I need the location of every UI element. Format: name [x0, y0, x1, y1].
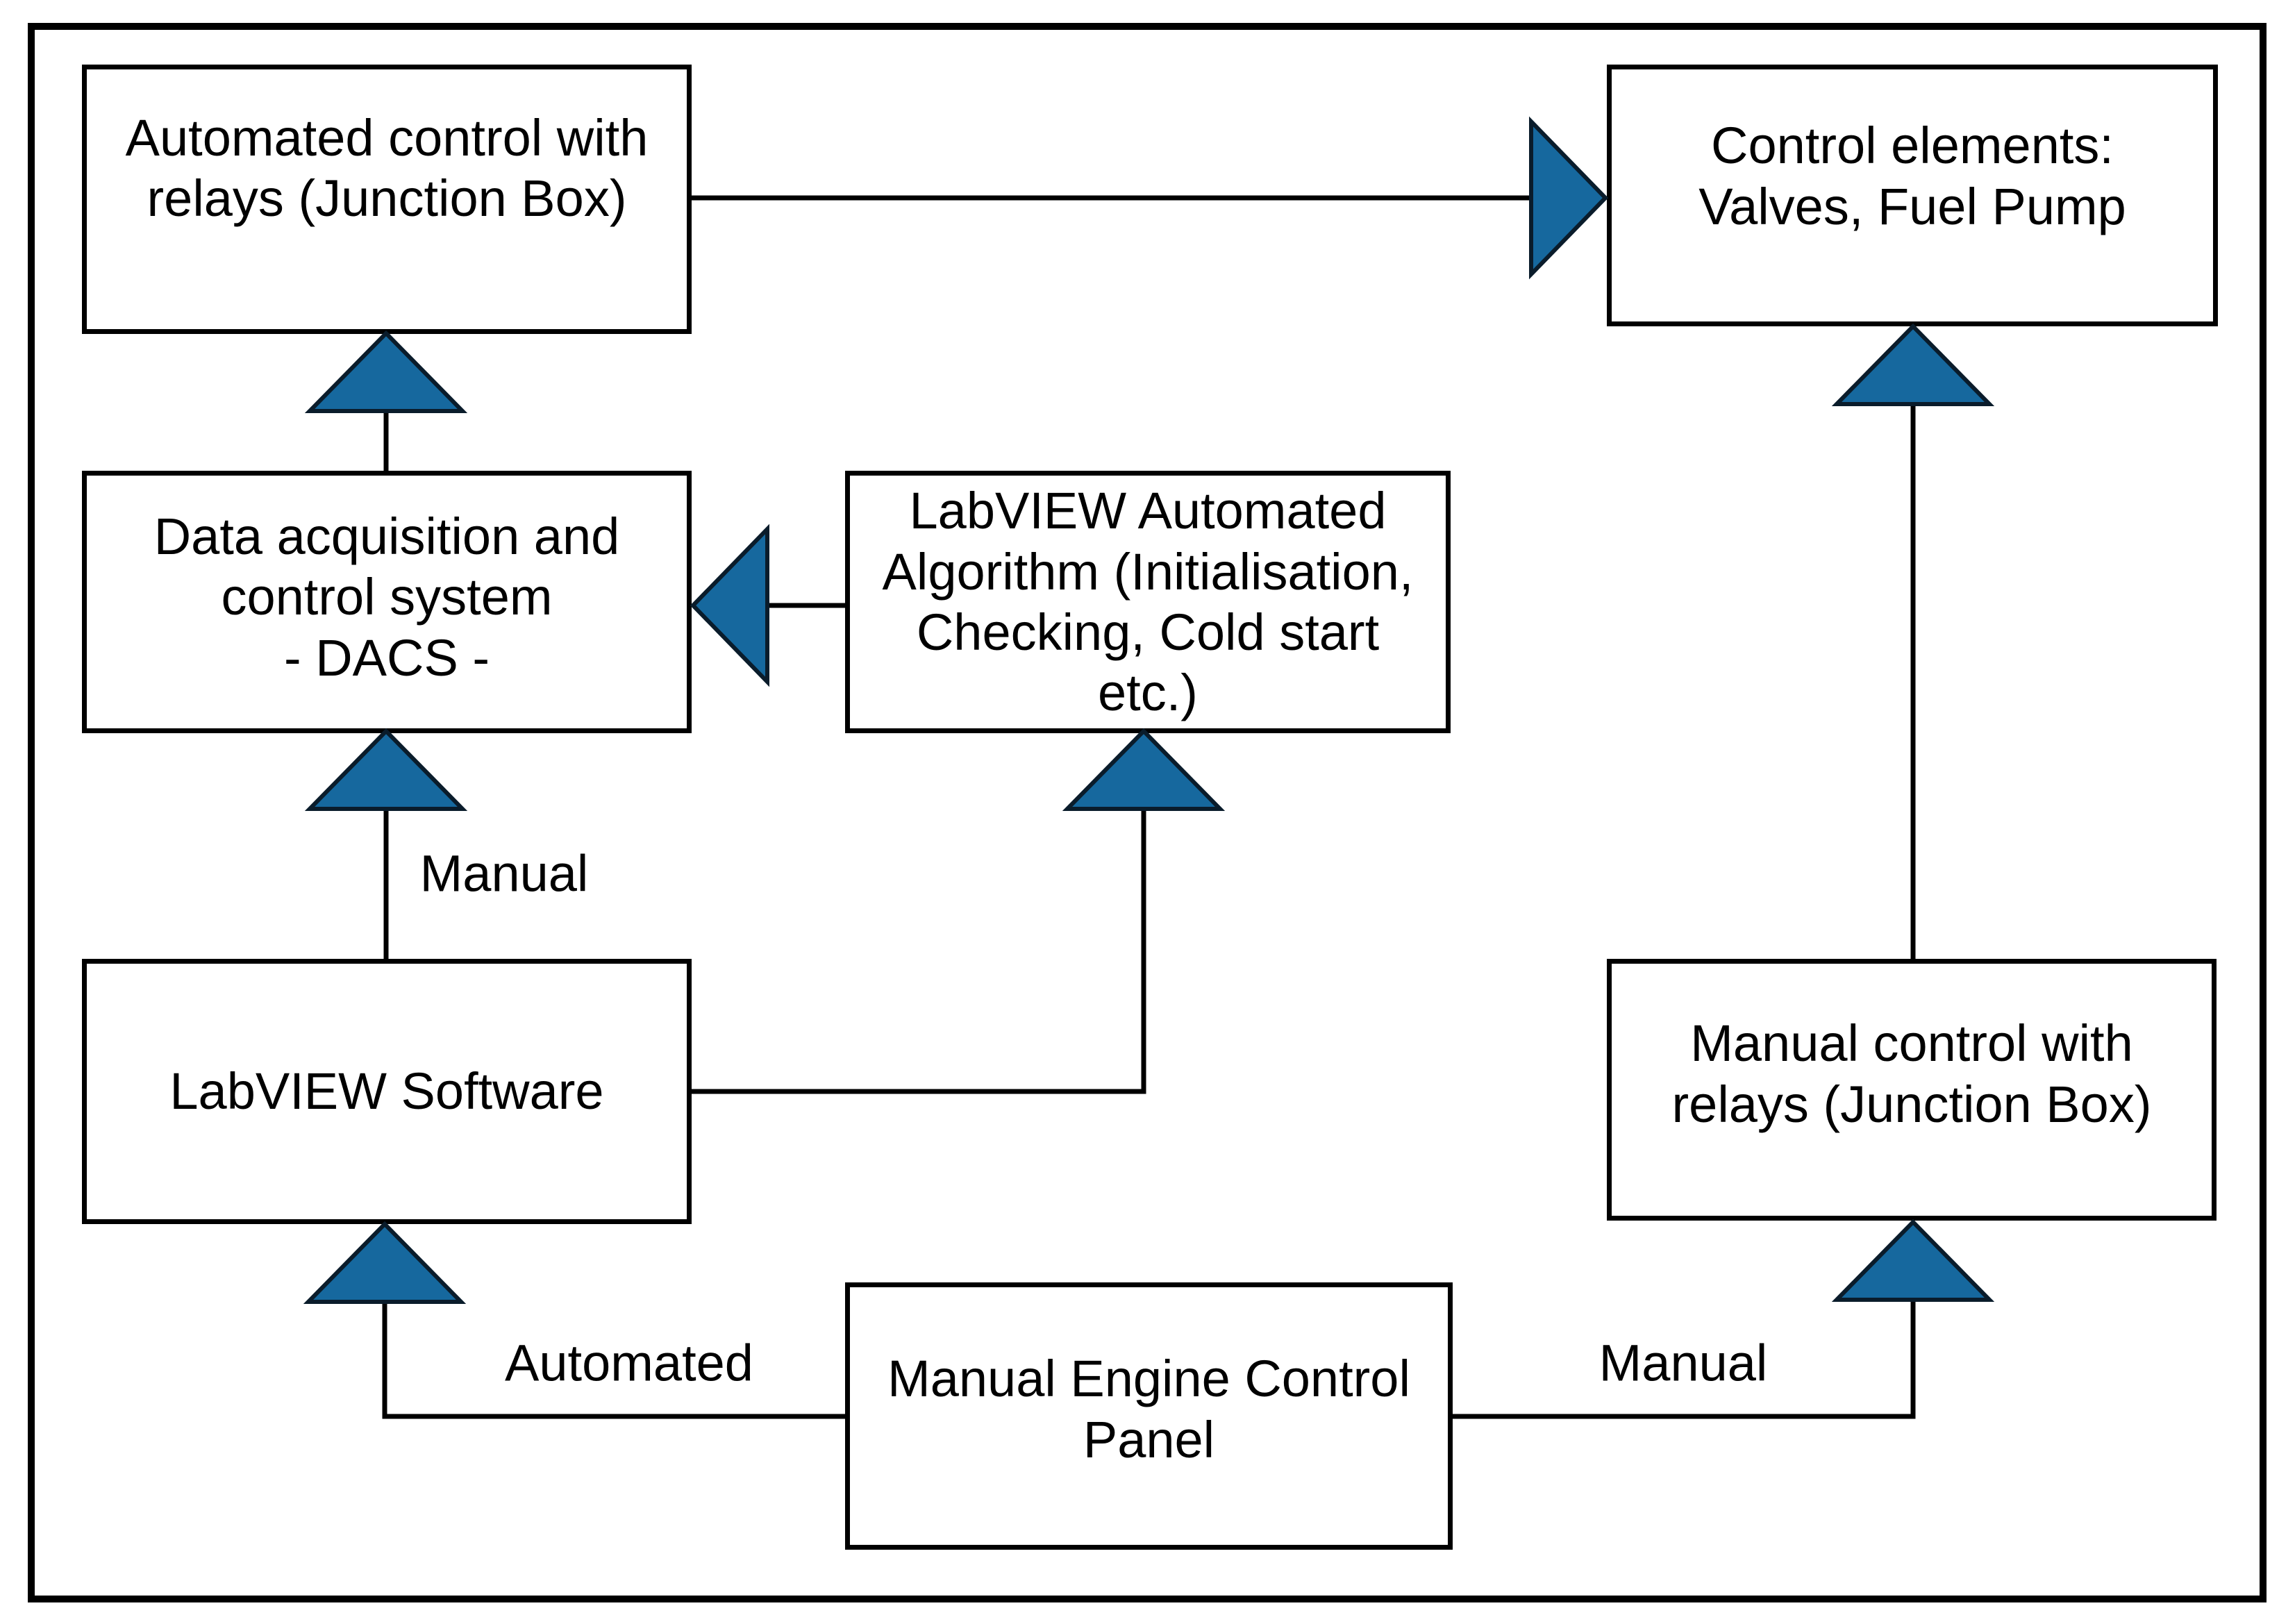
- node-manual-engine-control-panel: Manual Engine Control Panel: [845, 1282, 1453, 1550]
- node-automated-control-relays: Automated control with relays (Junction …: [82, 65, 692, 334]
- outer-border: [28, 23, 2267, 1602]
- node-labview-automated-algorithm: LabVIEW Automated Algorithm (Initialisat…: [845, 471, 1451, 733]
- node-manual-control-relays: Manual control with relays (Junction Box…: [1607, 959, 2217, 1221]
- edge-label-automated: Automated: [505, 1334, 753, 1392]
- node-labview-software: LabVIEW Software: [82, 959, 692, 1224]
- edge-label-manual-upper: Manual: [419, 844, 589, 903]
- edge-label-manual-lower: Manual: [1598, 1334, 1768, 1392]
- node-control-elements: Control elements: Valves, Fuel Pump: [1607, 65, 2218, 326]
- node-dacs: Data acquisition and control system - DA…: [82, 471, 692, 733]
